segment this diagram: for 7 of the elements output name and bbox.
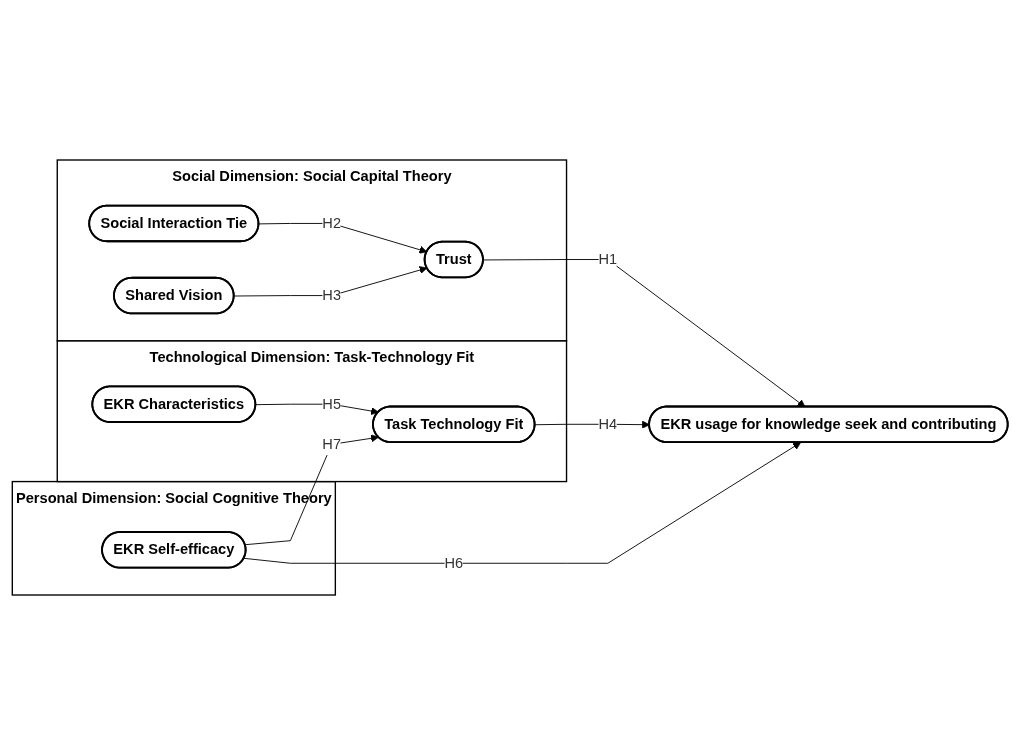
edge-label: H7 [322, 436, 342, 452]
edge-label: H3 [322, 287, 342, 303]
edge-label: H1 [598, 251, 618, 267]
edge-label: H4 [598, 416, 618, 432]
edge-label: H2 [322, 215, 342, 231]
edge-label: H6 [444, 555, 464, 571]
edge-label: H5 [322, 395, 342, 412]
